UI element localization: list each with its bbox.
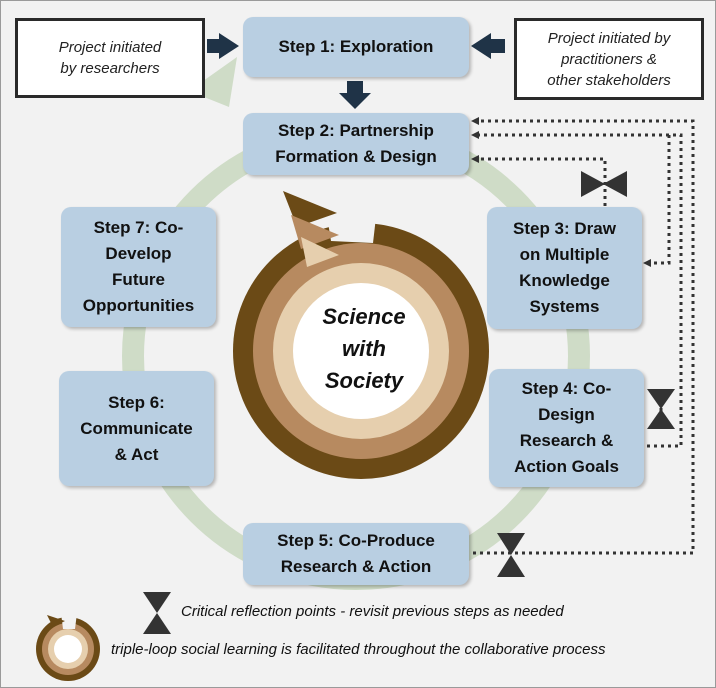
legend-learning-text: triple-loop social learning is facilitat… (111, 641, 606, 658)
note-researchers-line-2: by researchers (60, 60, 160, 77)
step-7-line-1: Step 7: Co- (93, 218, 184, 237)
step-6-line-1: Step 6: (108, 392, 165, 412)
note-researchers: Project initiated by researchers (15, 18, 205, 98)
center-line-1: Science (322, 304, 406, 329)
step-3-line-4: Systems (529, 297, 600, 316)
step-2-line-2: Formation & Design (275, 147, 437, 166)
step-2-box: Step 2: Partnership Formation & Design (243, 113, 469, 175)
step-4-box: Step 4: Co- Design Research & Action Goa… (489, 369, 644, 487)
step-5-line-2: Research & Action (280, 557, 432, 576)
step-4-line-4: Action Goals (514, 457, 619, 476)
step-7-box: Step 7: Co- Develop Future Opportunities (61, 207, 216, 327)
note-practitioners-line-2: practitioners & (561, 50, 657, 68)
step-1-box: Step 1: Exploration (243, 17, 469, 77)
step-7-line-4: Opportunities (82, 296, 195, 315)
step-5-line-1: Step 5: Co-Produce (277, 531, 435, 550)
step-1-line-1: Step 1: Exploration (278, 37, 434, 56)
step-3-line-1: Step 3: Draw (513, 219, 616, 238)
note-researchers-line-1: Project initiated (58, 39, 162, 56)
hourglass-icon-legend (143, 592, 171, 634)
step-6-line-2: Communicate (80, 418, 193, 438)
step-6-line-3: & Act (114, 444, 159, 464)
step-6-box: Step 6: Communicate & Act (59, 371, 214, 486)
center-line-3: Society (324, 368, 404, 393)
triple-loop-icon (36, 613, 100, 681)
triple-loop-center (233, 191, 489, 479)
center-label: Science with Society (284, 301, 444, 397)
hourglass-icon-1 (581, 171, 627, 197)
step-4-line-3: Research & (519, 431, 614, 450)
step-5-box: Step 5: Co-Produce Research & Action (243, 523, 469, 585)
hourglass-icon-3 (497, 533, 525, 577)
step-4-line-1: Step 4: Co- (521, 379, 612, 398)
step-7-line-3: Future (112, 270, 165, 289)
note-practitioners-line-3: other stakeholders (547, 71, 671, 89)
note-practitioners-line-1: Project initiated by (547, 29, 671, 47)
legend-reflection-text: Critical reflection points - revisit pre… (181, 603, 564, 620)
hourglass-icon-2 (647, 389, 675, 429)
step-2-line-1: Step 2: Partnership (278, 121, 434, 140)
arrow-down-icon (339, 81, 371, 109)
step-3-line-3: Knowledge (519, 271, 610, 290)
step-3-box: Step 3: Draw on Multiple Knowledge Syste… (487, 207, 642, 329)
arrow-left-icon (471, 33, 505, 59)
step-7-line-2: Develop (105, 244, 172, 263)
center-line-2: with (342, 336, 386, 361)
step-3-line-2: on Multiple (519, 245, 610, 264)
step-4-line-2: Design (538, 405, 595, 424)
note-practitioners: Project initiated by practitioners & oth… (514, 18, 704, 100)
arrow-right-icon (207, 33, 239, 59)
